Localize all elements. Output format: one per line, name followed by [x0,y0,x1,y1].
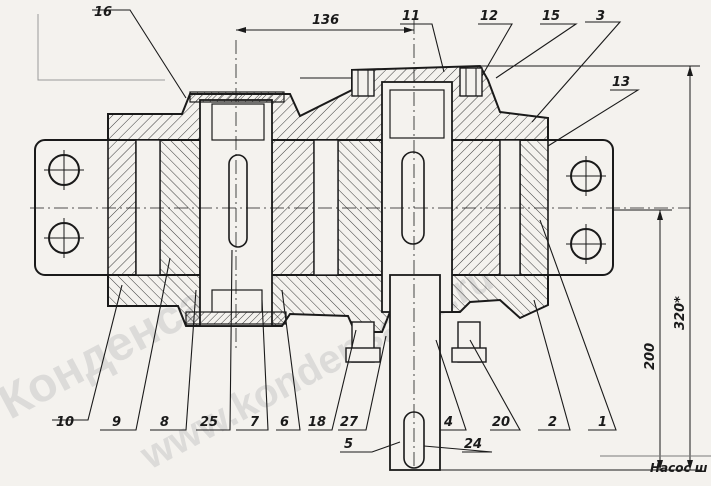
part-label-2: 2 [548,415,557,430]
part-label-4: 4 [443,415,453,430]
part-label-25: 25 [200,415,218,430]
dimension-200-text: 200 [643,343,658,370]
part-label-18: 18 [308,415,326,430]
part-label-10: 10 [56,415,74,430]
drive-shaft [381,81,453,471]
part-label-27: 27 [340,415,359,430]
part-label-9: 9 [112,415,121,430]
part-label-6: 6 [280,415,289,430]
pump-housing [107,64,549,333]
part-label-15: 15 [542,9,560,24]
part-label-20: 20 [492,415,510,430]
part-label-24: 24 [464,437,482,452]
reference-frame-line [37,14,165,81]
part-label-8: 8 [160,415,169,430]
dimension-center-distance: 136 [236,13,414,33]
part-labels: 16 11 12 15 3 13 10 9 8 25 7 6 18 27 4 2… [56,5,630,452]
dimension-arrows [657,66,693,470]
part-label-1: 1 [598,415,607,430]
dimension-136-text: 136 [312,13,339,28]
drive-shaft-keyway [401,151,425,245]
center-lines [30,20,690,470]
stamp-text: Насос ш [650,461,708,475]
part-label-5: 5 [344,437,353,452]
title-block-fragment: Насос ш [600,455,711,475]
driven-shaft-keyway [228,154,248,248]
dimension-320-text: 320* [673,296,688,330]
part-label-11: 11 [402,9,420,24]
part-label-13: 13 [612,75,630,90]
part-label-12: 12 [480,9,498,24]
part-label-7: 7 [250,415,260,430]
bolts [345,67,487,363]
mounting-holes [44,150,606,264]
leader-lines [52,9,640,453]
part-label-3: 3 [596,9,605,24]
dimension-heights [440,65,700,471]
part-label-16: 16 [94,5,112,20]
